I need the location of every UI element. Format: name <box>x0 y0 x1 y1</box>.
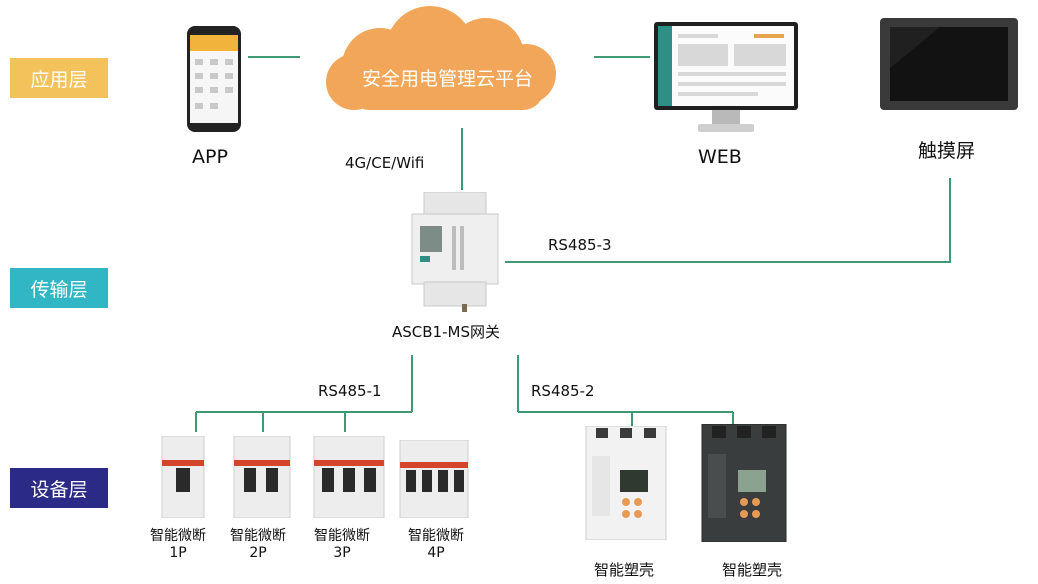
mccb-white-label: 智能塑壳 <box>594 561 655 579</box>
rs485-2-label: RS485-2 <box>531 382 595 400</box>
gateway-touch-line <box>505 178 951 263</box>
breaker-4p-name: 智能微断 <box>408 528 464 544</box>
monitor-icon <box>654 22 798 132</box>
app-label: APP <box>192 146 228 168</box>
breaker-3p-label: 智能微断 3P <box>314 528 370 562</box>
layer-badge-device: 设备层 <box>10 468 108 508</box>
gateway-device-icon <box>411 192 499 312</box>
breaker-3p-poles: 3P <box>333 545 351 561</box>
breaker-2p-label: 智能微断 2P <box>230 528 286 562</box>
rs485-1-label: RS485-1 <box>318 382 382 400</box>
cloud-icon <box>326 6 556 110</box>
breaker-1p-icon <box>161 436 205 518</box>
touchscreen-icon <box>880 18 1018 110</box>
breaker-2p-name: 智能微断 <box>230 528 286 544</box>
cloud-label: 安全用电管理云平台 <box>362 68 534 90</box>
breaker-3p-name: 智能微断 <box>314 528 370 544</box>
web-label: WEB <box>698 146 742 168</box>
breaker-1p-name: 智能微断 <box>150 528 206 544</box>
breaker-4p-label: 智能微断 4P <box>408 528 464 562</box>
mccb-white-icon <box>585 426 667 540</box>
layer-badge-application: 应用层 <box>10 58 108 98</box>
breaker-4p-poles: 4P <box>427 545 445 561</box>
mccb-dark-label: 智能塑壳 <box>722 561 783 579</box>
breaker-4p-icon <box>399 440 469 518</box>
breaker-1p-poles: 1P <box>169 545 187 561</box>
breaker-3p-icon <box>313 436 385 518</box>
gateway-label: ASCB1-MS网关 <box>392 323 500 341</box>
breaker-2p-poles: 2P <box>249 545 267 561</box>
rs485-3-label: RS485-3 <box>548 236 612 254</box>
layer-badge-transport: 传输层 <box>10 268 108 308</box>
mccb-dark-icon <box>701 424 787 542</box>
touchscreen-label: 触摸屏 <box>918 140 976 162</box>
breaker-1p-label: 智能微断 1P <box>150 528 206 562</box>
uplink-label: 4G/CE/Wifi <box>345 154 425 172</box>
breaker-2p-icon <box>233 436 291 518</box>
smartphone-icon <box>187 26 241 132</box>
